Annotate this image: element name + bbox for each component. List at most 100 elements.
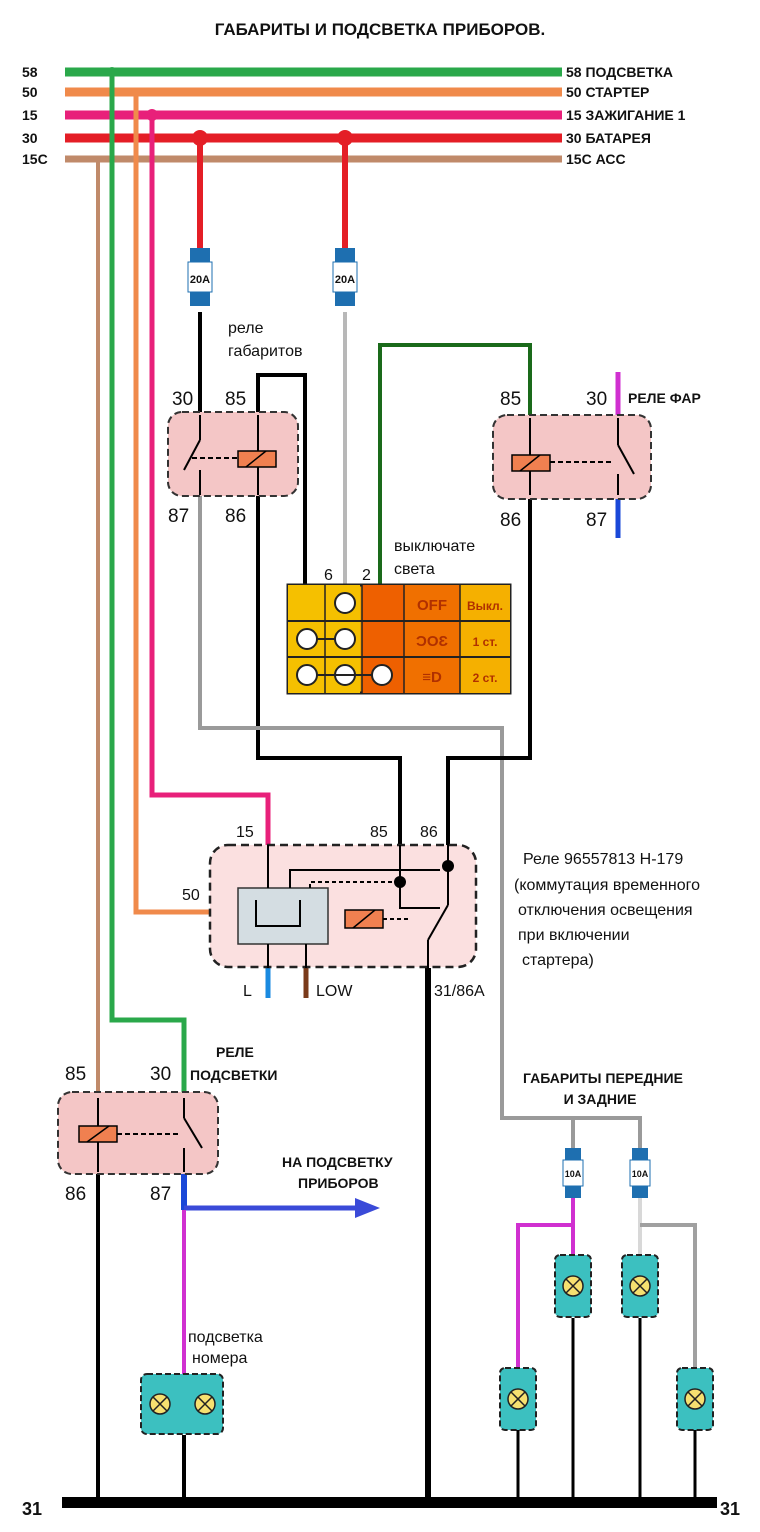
wire-headlight86-main86	[446, 495, 532, 845]
relay-main-pin-86: 86	[420, 824, 438, 841]
bus-50-right-label: 50 СТАРТЕР	[566, 84, 649, 100]
relay-main-pin-15: 15	[236, 824, 254, 841]
relay-headlight-pin-30: 30	[586, 389, 607, 410]
wire-15-magenta	[149, 115, 271, 845]
relay-parking-label-2: габаритов	[228, 343, 302, 360]
relay-backlight-pin-85: 85	[65, 1064, 86, 1085]
relay-main-desc-3: отключения освещения	[518, 902, 693, 919]
relay-main-pin-85: 85	[370, 824, 388, 841]
light-switch	[286, 583, 512, 695]
switch-row-1-symbol: OFF	[417, 597, 447, 614]
relay-backlight-pin-87: 87	[150, 1184, 171, 1205]
junction-30-a	[192, 130, 208, 146]
relay-main	[208, 843, 478, 969]
relay-main-pin-50: 50	[182, 887, 200, 904]
relay-main-desc-4: при включении	[518, 927, 630, 944]
sidelights-label-2: И ЗАДНИЕ	[564, 1091, 637, 1107]
timer-module-icon	[255, 900, 301, 927]
junction-30-b	[337, 130, 353, 146]
relay-headlight-pin-87: 87	[586, 510, 607, 531]
switch-row-2-text: 1 ст.	[473, 635, 498, 649]
relay-backlight-label-1: РЕЛЕ	[216, 1044, 254, 1060]
sidelight-lamp-1	[499, 1367, 537, 1431]
bus-15c-left-label: 15С	[22, 151, 48, 167]
relay-backlight-pin-86: 86	[65, 1184, 86, 1205]
plate-label-2: номера	[192, 1350, 248, 1367]
switch-pin-2: 2	[362, 567, 371, 584]
to-backlight-label-1: НА ПОДСВЕТКУ	[282, 1154, 393, 1170]
fuse-10a-1-label: 10A	[565, 1169, 582, 1179]
relay-backlight-pin-30: 30	[150, 1064, 171, 1085]
relay-main-pin-31-86a: 31/86A	[434, 983, 485, 1000]
sidelight-lamp-4	[676, 1367, 714, 1431]
diagram-title: ГАБАРИТЫ И ПОДСВЕТКА ПРИБОРОВ.	[215, 20, 545, 39]
switch-contact	[296, 664, 318, 686]
relay-headlight	[492, 414, 652, 500]
switch-contact	[371, 664, 393, 686]
bus-lines	[65, 67, 562, 163]
relay-main-pin-low: LOW	[316, 983, 353, 1000]
relay-parking-label-1: реле	[228, 320, 264, 337]
sidelights-label-1: ГАБАРИТЫ ПЕРЕДНИЕ	[523, 1070, 683, 1086]
switch-label-2: света	[394, 561, 435, 578]
bus-15c-right-label: 15С АСС	[566, 151, 626, 167]
switch-contact	[334, 592, 356, 614]
bus-58-right-label: 58 ПОДСВЕТКА	[566, 64, 673, 80]
bus-58-left-label: 58	[22, 64, 38, 80]
wire-58-green	[109, 72, 187, 1098]
relay-parking	[167, 411, 299, 497]
plate-lamp	[140, 1373, 224, 1435]
wire-fuse3-branch	[516, 1223, 573, 1368]
fuse-10a-1: 10A	[562, 1148, 584, 1198]
relay-parking-pin-30: 30	[172, 389, 193, 410]
switch-pin-6: 6	[324, 567, 333, 584]
switch-contact	[334, 628, 356, 650]
relay-main-desc-1: Реле 96557813 H-179	[523, 851, 683, 868]
bus-15-left-label: 15	[22, 107, 38, 123]
relay-backlight-label-2: ПОДСВЕТКИ	[190, 1067, 277, 1083]
switch-row-3-text: 2 ст.	[473, 671, 498, 685]
wire-fuse4-branch	[640, 1223, 697, 1368]
fuse-20a-2: 20A	[332, 248, 358, 306]
arrow-head-icon	[355, 1198, 380, 1218]
fuse-10a-2: 10A	[629, 1148, 651, 1198]
switch-contact	[296, 628, 318, 650]
wire-50-orange	[133, 92, 210, 915]
bus-15-right-label: 15 ЗАЖИГАНИЕ 1	[566, 107, 686, 123]
relay-backlight	[57, 1091, 219, 1175]
wire-parking86-main85	[256, 495, 402, 845]
junction-15	[146, 109, 158, 121]
relay-main-desc-2: (коммутация временного	[514, 877, 700, 894]
switch-row-3-symbol: ≡D	[422, 669, 442, 686]
sidelight-lamp-2	[554, 1254, 592, 1318]
relay-main-desc-5: стартера)	[522, 952, 594, 969]
fuse-20a-2-label: 20A	[335, 274, 355, 286]
bus-30-left-label: 30	[22, 130, 38, 146]
fuse-20a-1-label: 20A	[190, 274, 210, 286]
relay-main-pin-l: L	[243, 983, 252, 1000]
ground-right-label: 31	[720, 1499, 740, 1519]
plate-label-1: подсветка	[188, 1329, 263, 1346]
relay-parking-pin-85: 85	[225, 389, 246, 410]
bus-30-right-label: 30 БАТАРЕЯ	[566, 130, 651, 146]
ground-bus	[62, 1497, 717, 1508]
ground-left-label: 31	[22, 1499, 42, 1519]
wire-parking87-grey	[198, 495, 642, 1160]
bus-50-left-label: 50	[22, 84, 38, 100]
relay-parking-pin-87: 87	[168, 506, 189, 527]
to-backlight-label-2: ПРИБОРОВ	[298, 1175, 379, 1191]
sidelight-lamp-3	[621, 1254, 659, 1318]
relay-headlight-pin-85: 85	[500, 389, 521, 410]
wire-switch-headlight85	[378, 343, 532, 592]
switch-row-2-symbol: ƆOƐ	[416, 633, 449, 650]
switch-row-1-text: Выкл.	[467, 599, 503, 613]
relay-headlight-pin-86: 86	[500, 510, 521, 531]
relay-parking-pin-86: 86	[225, 506, 246, 527]
fuse-10a-2-label: 10A	[632, 1169, 649, 1179]
junction-58	[107, 67, 117, 77]
switch-label-1: выключате	[394, 538, 475, 555]
fuse-20a-1: 20A	[187, 248, 213, 306]
wire-parking85-switch6	[256, 373, 307, 592]
relay-headlight-label: РЕЛЕ ФАР	[628, 390, 701, 406]
